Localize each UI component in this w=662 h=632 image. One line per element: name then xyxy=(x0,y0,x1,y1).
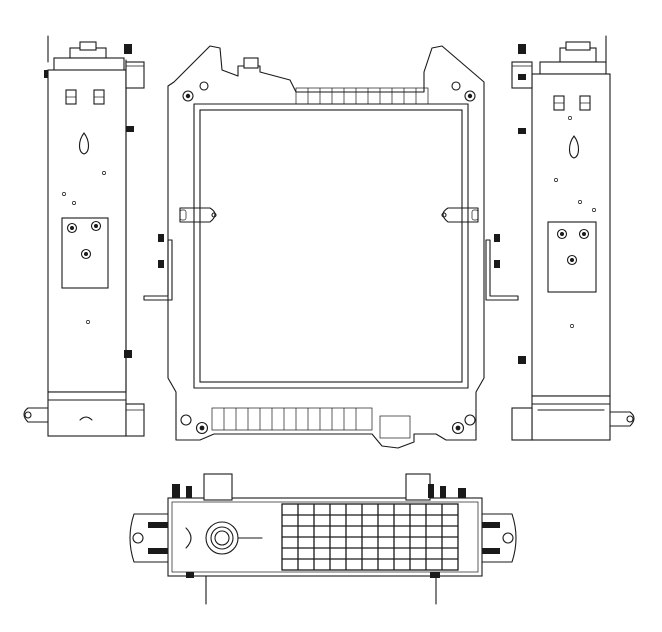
right-flange xyxy=(481,513,517,563)
lower-mount-ear-right xyxy=(609,411,635,427)
left-flange xyxy=(129,513,169,563)
lower-tank-fins xyxy=(211,407,411,439)
top-inlet-pipe-right xyxy=(405,473,431,501)
front-view xyxy=(143,45,519,449)
left-side-view xyxy=(23,35,145,437)
right-side-view xyxy=(511,35,635,441)
radiator-frame xyxy=(167,45,485,449)
teardrop-slot xyxy=(78,132,90,155)
lower-mount-ear xyxy=(23,407,49,423)
top-inlet-pipe-left xyxy=(203,473,233,501)
radiator-core xyxy=(199,109,463,383)
lower-hose-outlet xyxy=(125,403,145,437)
upper-hose-outlet xyxy=(125,61,145,89)
upper-tank-fins xyxy=(295,87,429,105)
core-grid xyxy=(281,503,459,571)
teardrop-slot-right xyxy=(568,135,580,159)
top-view xyxy=(129,473,517,605)
